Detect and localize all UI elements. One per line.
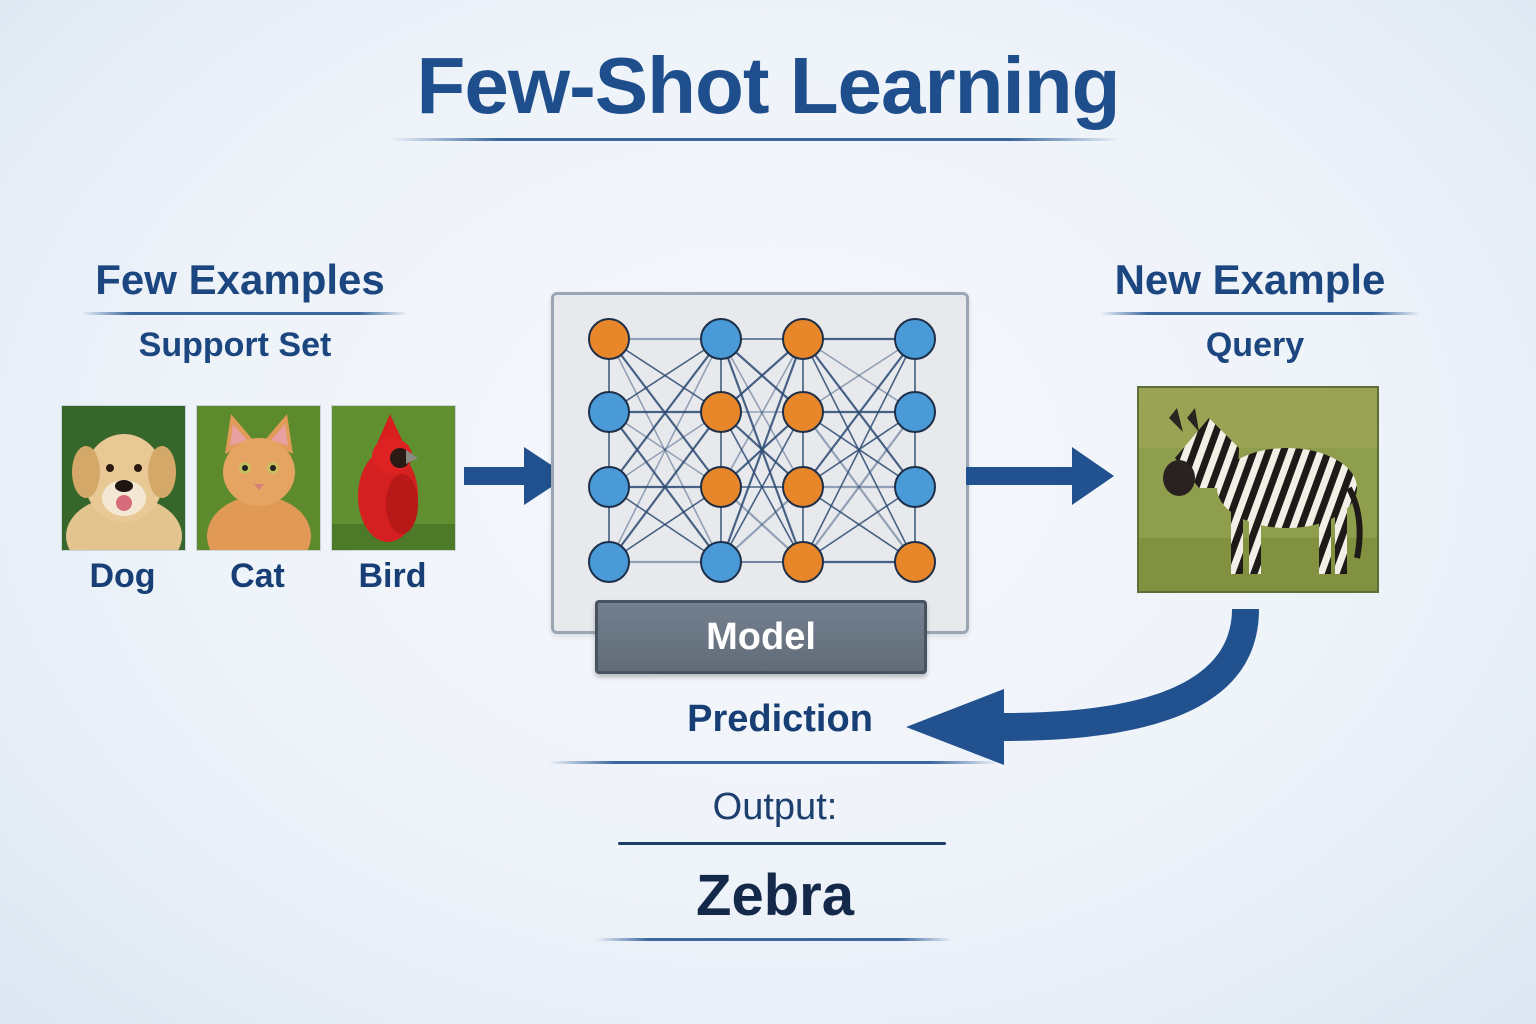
- network-node-blue: [894, 318, 936, 360]
- network-node-orange: [782, 318, 824, 360]
- model-label: Model: [595, 600, 927, 674]
- network-edge: [608, 411, 722, 488]
- network-edge: [802, 338, 916, 413]
- neural-network: [588, 318, 936, 583]
- network-edge: [719, 338, 805, 563]
- network-edge: [608, 338, 722, 413]
- network-node-blue: [700, 318, 742, 360]
- network-edge: [802, 338, 916, 488]
- prediction-label: Prediction: [687, 698, 873, 740]
- network-edge: [608, 411, 722, 563]
- network-node-orange: [700, 391, 742, 433]
- network-node-blue: [894, 466, 936, 508]
- bird-image: [331, 405, 456, 551]
- arrow-model-to-query: [966, 447, 1114, 505]
- network-node-blue: [588, 466, 630, 508]
- network-edge: [608, 338, 722, 563]
- network-node-orange: [782, 541, 824, 583]
- query-subheading: Query: [1205, 326, 1305, 364]
- network-node-orange: [782, 466, 824, 508]
- query-divider: [1100, 312, 1420, 315]
- network-node-orange: [782, 391, 824, 433]
- support-label-bird: Bird: [358, 557, 427, 595]
- support-heading: Few Examples: [95, 256, 385, 303]
- network-edge: [802, 486, 916, 563]
- network-edge: [720, 338, 804, 488]
- network-edge: [802, 338, 916, 563]
- output-value-divider: [596, 938, 952, 941]
- network-edge: [802, 411, 916, 563]
- network-node-blue: [700, 541, 742, 583]
- output-divider: [618, 842, 946, 845]
- network-node-orange: [894, 541, 936, 583]
- query-heading: New Example: [1114, 256, 1386, 303]
- network-edge: [608, 411, 722, 488]
- network-edge: [608, 338, 722, 563]
- network-edge: [608, 338, 722, 488]
- output-value: Zebra: [696, 863, 854, 928]
- title-divider: [390, 138, 1120, 141]
- support-divider: [82, 312, 407, 315]
- network-edge: [720, 411, 804, 563]
- support-subheading: Support Set: [138, 326, 332, 364]
- arrow-query-to-prediction: [906, 609, 1259, 765]
- network-edge: [802, 411, 916, 563]
- network-edge: [720, 338, 804, 488]
- arrow-support-to-model: [464, 447, 568, 505]
- support-label-cat: Cat: [230, 557, 285, 595]
- model-box: [551, 292, 969, 634]
- network-node-orange: [588, 318, 630, 360]
- cat-image: [196, 405, 321, 551]
- network-node-blue: [588, 541, 630, 583]
- network-node-blue: [588, 391, 630, 433]
- network-edge: [802, 338, 916, 413]
- page-title: Few-Shot Learning: [416, 41, 1121, 130]
- network-edge: [608, 486, 722, 563]
- zebra-image: [1137, 386, 1379, 593]
- output-label: Output:: [712, 786, 838, 828]
- dog-image: [61, 405, 186, 551]
- network-node-orange: [700, 466, 742, 508]
- support-label-dog: Dog: [89, 557, 156, 595]
- prediction-divider: [548, 761, 998, 764]
- network-node-blue: [894, 391, 936, 433]
